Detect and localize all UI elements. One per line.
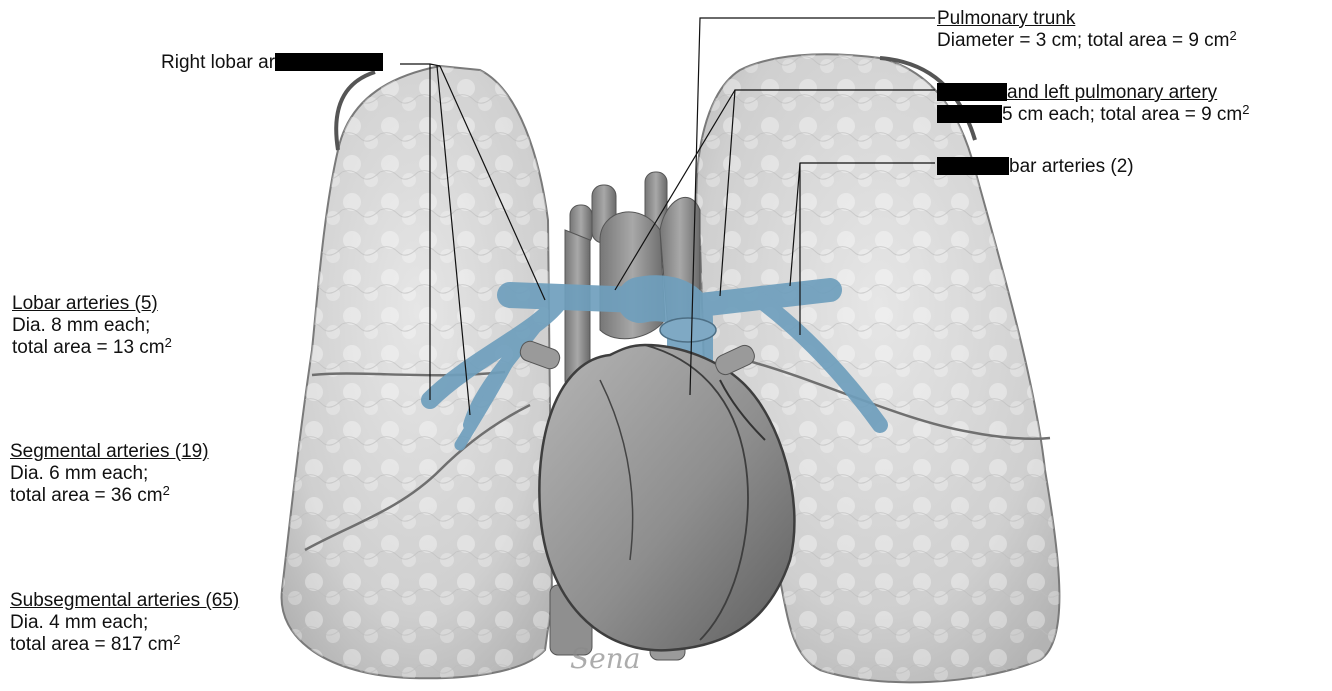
pa-title-row: and left pulmonary artery	[937, 82, 1250, 104]
subsegmental-title: Subsegmental arteries (65)	[10, 590, 239, 612]
label-left-lobar-arteries: bar arteries (2)	[937, 156, 1134, 178]
label-right-lobar-arteries: Right lobar ar	[161, 52, 383, 74]
subsegmental-line1: Dia. 4 mm each;	[10, 612, 239, 634]
pulmonary-trunk-detail: Diameter = 3 cm; total area = 9 cm2	[937, 30, 1237, 52]
segmental-line2: total area = 36 cm2	[10, 485, 209, 507]
artist-signature: Sena	[570, 642, 640, 675]
pa-title: and left pulmonary artery	[1007, 82, 1217, 103]
label-subsegmental-arteries: Subsegmental arteries (65) Dia. 4 mm eac…	[10, 590, 239, 656]
left-lobar-text: bar arteries (2)	[1009, 156, 1134, 177]
lobar-title: Lobar arteries (5)	[12, 293, 172, 315]
segmental-line1: Dia. 6 mm each;	[10, 463, 209, 485]
label-pulmonary-trunk: Pulmonary trunk Diameter = 3 cm; total a…	[937, 8, 1237, 52]
segmental-title: Segmental arteries (19)	[10, 441, 209, 463]
pulmonary-trunk-title: Pulmonary trunk	[937, 8, 1237, 30]
label-right-left-pulmonary-artery: and left pulmonary artery 5 cm each; tot…	[937, 82, 1250, 126]
redaction-bar	[937, 157, 1009, 175]
subsegmental-line2: total area = 817 cm2	[10, 634, 239, 656]
right-lung	[282, 66, 552, 678]
redaction-bar	[275, 53, 383, 71]
right-lobar-text: Right lobar ar	[161, 52, 275, 73]
label-lobar-arteries: Lobar arteries (5) Dia. 8 mm each; total…	[12, 293, 172, 359]
lobar-line2: total area = 13 cm2	[12, 337, 172, 359]
redaction-bar	[937, 83, 1007, 101]
pa-detail-row: 5 cm each; total area = 9 cm2	[937, 104, 1250, 126]
label-segmental-arteries: Segmental arteries (19) Dia. 6 mm each; …	[10, 441, 209, 507]
redaction-bar	[937, 105, 1002, 123]
lobar-line1: Dia. 8 mm each;	[12, 315, 172, 337]
